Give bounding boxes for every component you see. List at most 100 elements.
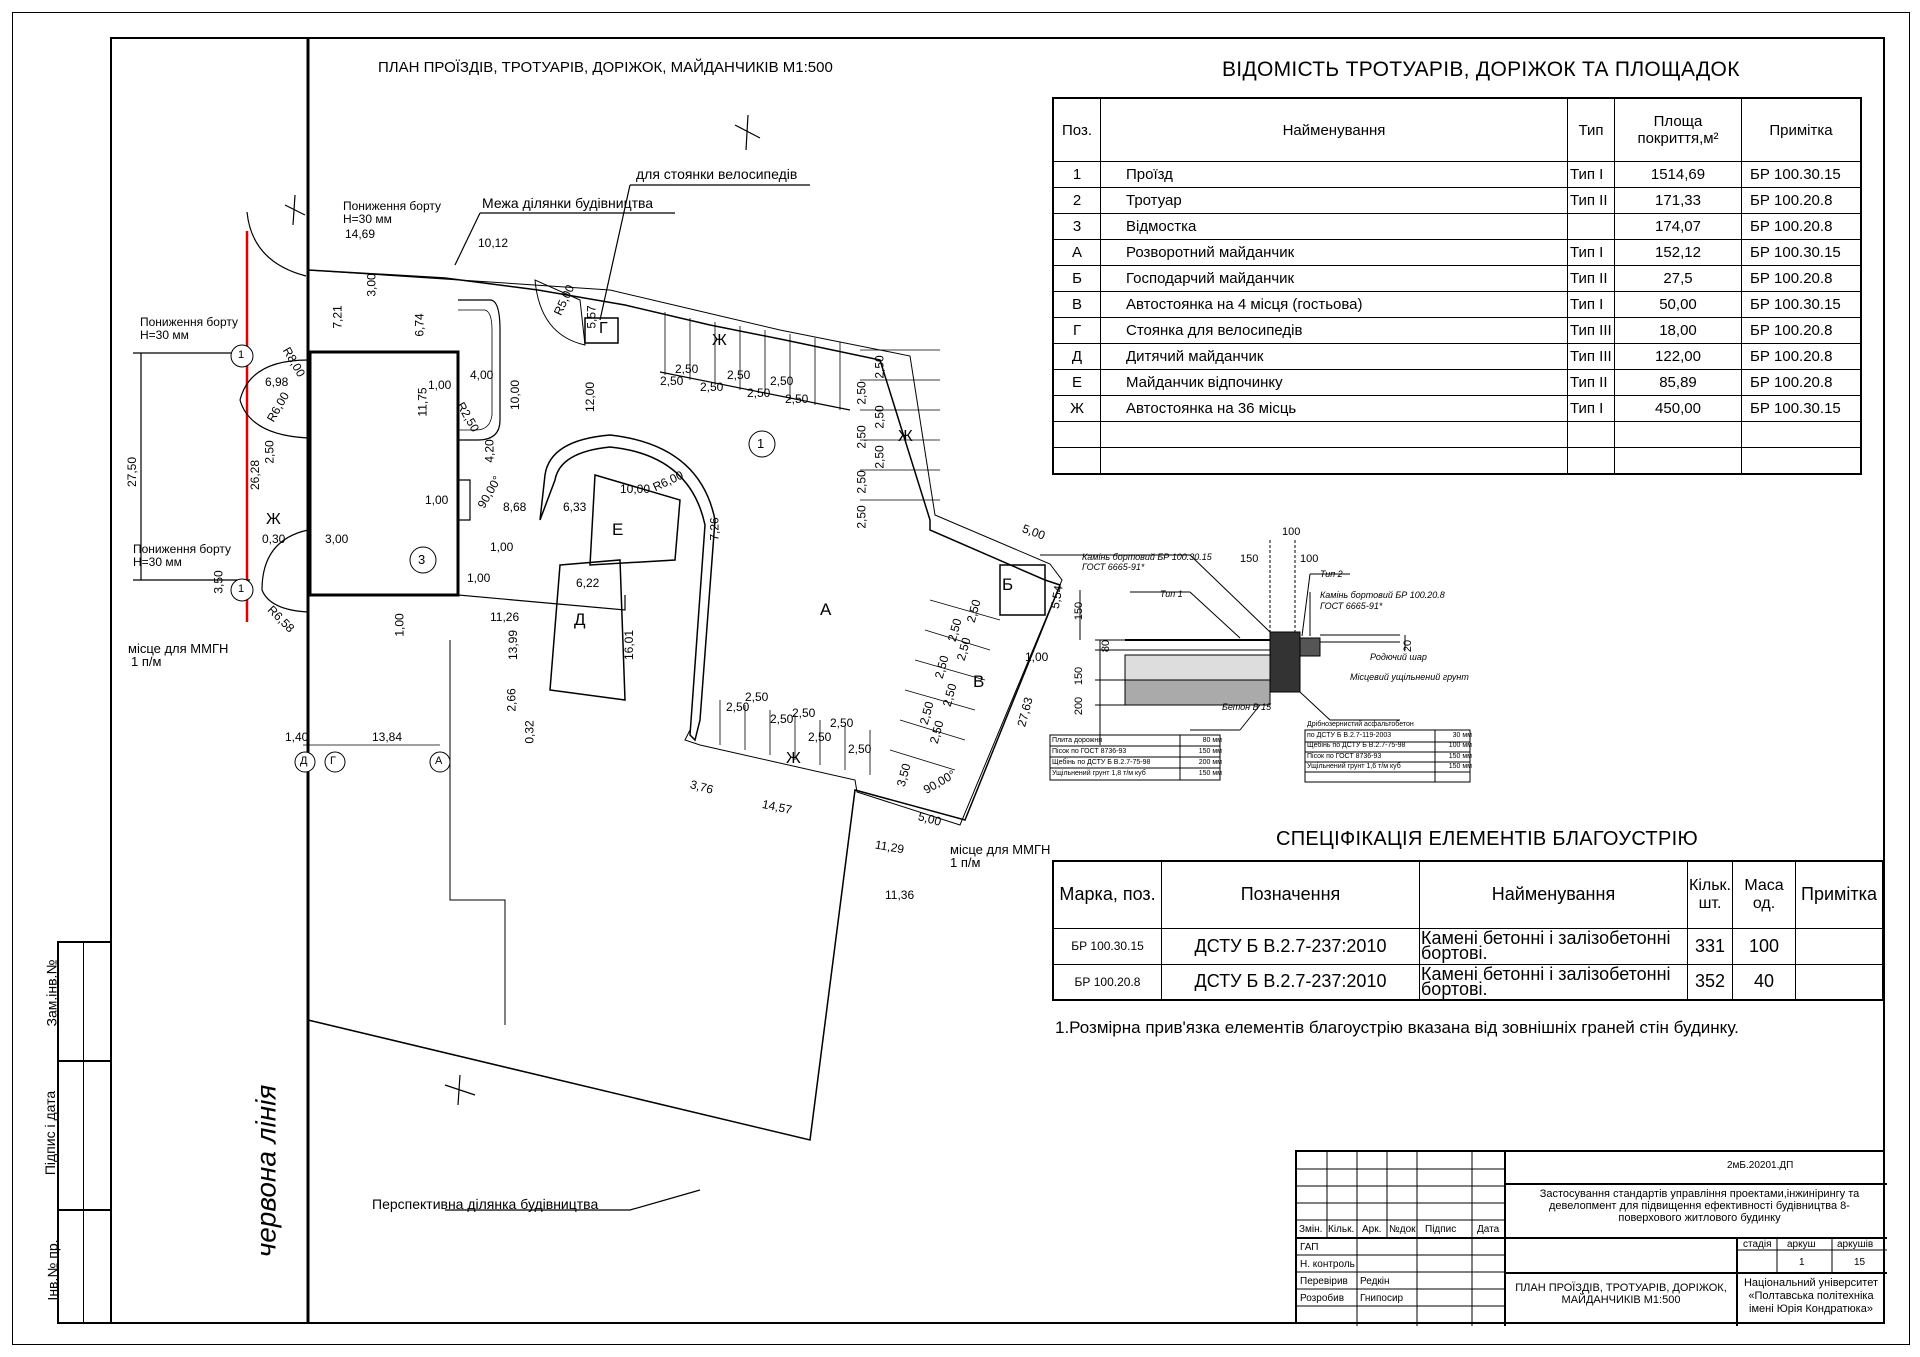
vedomist-cell: 50,00: [1614, 291, 1742, 318]
vedomist-cell: Б: [1052, 265, 1101, 292]
sec-d150c: 150: [1073, 666, 1086, 686]
sh-mass: Маса од.: [1732, 860, 1796, 929]
vedomist-cell: Г: [1052, 317, 1101, 344]
dim-032: 0,32: [522, 720, 537, 744]
dim-1469: 14,69: [345, 227, 376, 241]
spec-cell: 352: [1687, 963, 1733, 1001]
vedomist-cell: 27,5: [1614, 265, 1742, 292]
zone-b: Б: [1002, 575, 1014, 594]
sec-d80: 80: [1100, 639, 1113, 653]
sec-stone1: Камінь бортовий БР 100.30.15: [1082, 552, 1212, 562]
vedomist-cell: 450,00: [1614, 395, 1742, 422]
sec-compacted: Місцевий ущільнений грунт: [1350, 672, 1469, 682]
vedomist-cell: Проїзд: [1100, 161, 1568, 188]
pt0: 2,50: [660, 374, 684, 388]
curb-low-text: Пониження борту: [133, 542, 232, 556]
stamp-col-2: Арк.: [1362, 1224, 1382, 1235]
dim-557: 5,57: [584, 305, 599, 329]
pr4: 2,50: [872, 445, 887, 469]
dim-698: 6,98: [265, 375, 289, 389]
l1-2-name: Щебінь по ДСТУ Б В.2.7-75-98: [1052, 759, 1151, 766]
dim-400: 4,00: [470, 368, 494, 382]
vedomist-cell: Тип II: [1567, 187, 1615, 214]
l2-4-name: Ущільнений грунт 1,6 т/м куб: [1307, 763, 1401, 770]
side-strip: [57, 941, 110, 1324]
stamp-col-4: Підпис: [1425, 1224, 1457, 1235]
spec-cell: [1795, 927, 1884, 965]
section-drawing: [1040, 540, 1471, 783]
sec-d100b: 100: [1300, 553, 1319, 565]
vedomist-cell: Господарчий майданчик: [1100, 265, 1568, 292]
vedomist-cell: [1614, 447, 1742, 475]
sec-stone1-gost: ГОСТ 6665-91*: [1082, 562, 1145, 572]
vedomist-table: Поз. Найменування Тип Площа покриття,м² …: [1052, 97, 1862, 475]
circle-left-top: 1: [238, 349, 245, 361]
pb6: 2,50: [848, 742, 872, 756]
dim-420: 4,20: [482, 439, 497, 463]
l1-3-name: Ущільнений грунт 1,8 т/м куб: [1052, 770, 1146, 777]
curb-top-text: Пониження борту: [343, 199, 442, 213]
dim-030: 0,30: [262, 532, 286, 546]
vedomist-cell: [1567, 421, 1615, 448]
l2-3-name: Пісок по ГОСТ 8736-93: [1307, 752, 1382, 760]
vh-area: Площа покриття,м²: [1614, 97, 1742, 162]
dim-100e: 1,00: [392, 613, 407, 637]
stamp-role-3: Розробив: [1300, 1293, 1345, 1304]
vedomist-cell: БР 100.20.8: [1741, 213, 1862, 240]
stamp-code: 2мБ.20201.ДП: [1727, 1160, 1794, 1171]
stamp-role-1: Н. контроль: [1300, 1259, 1355, 1270]
drawing-frame: [110, 37, 1885, 1324]
vedomist-cell: Тип I: [1567, 395, 1615, 422]
vedomist-row: [1052, 421, 1862, 448]
dim-100b: 1,00: [425, 493, 449, 507]
pt5: 2,50: [770, 374, 794, 388]
circle-3: 3: [418, 552, 426, 567]
zone-d: Д: [574, 610, 586, 629]
dim-1399: 13,99: [506, 629, 521, 661]
pb1: 2,50: [745, 690, 769, 704]
vedomist-cell: Відмостка: [1100, 213, 1568, 240]
stamp-sheet: ПЛАН ПРОЇЗДІВ, ТРОТУАРІВ, ДОРІЖОК, МАЙДА…: [1515, 1282, 1727, 1306]
l2-1-val: 30 мм: [1452, 731, 1472, 739]
vedomist-cell: Дитячий майданчик: [1100, 343, 1568, 370]
dim-1601: 16,01: [622, 629, 637, 661]
sh-mark: Марка, поз.: [1052, 860, 1162, 929]
stamp-name-3: Гнипосир: [1360, 1293, 1404, 1304]
vh-name: Найменування: [1100, 97, 1568, 162]
l1-2-val: 200 мм: [1198, 759, 1222, 766]
pt4: 2,50: [747, 386, 771, 400]
zone-a: А: [820, 600, 832, 619]
spec-cell: Камені бетонні і залізобетонні бортові.: [1419, 927, 1688, 965]
spec-cell: БР 100.30.15: [1052, 927, 1162, 965]
pb4: 2,50: [808, 730, 832, 744]
sec-d150: 150: [1240, 553, 1259, 565]
dim-1000: 10,00: [508, 379, 523, 411]
dim-1126: 11,26: [490, 610, 520, 624]
vedomist-cell: 152,12: [1614, 239, 1742, 266]
dim-1175: 11,75: [415, 387, 430, 417]
pb0: 2,50: [726, 700, 750, 714]
pr3: 2,50: [872, 405, 887, 429]
sec-stone2-gost: ГОСТ 6665-91*: [1320, 601, 1383, 611]
vedomist-cell: БР 100.20.8: [1741, 369, 1862, 396]
l1-3-val: 150 мм: [1198, 770, 1222, 777]
vedomist-cell: БР 100.20.8: [1741, 187, 1862, 214]
dim-1200: 12,00: [583, 381, 598, 413]
dim-2628: 26,28: [248, 459, 263, 491]
sec-layers2: Дрібнозернистий асфальтобетон по ДСТУ Б …: [1307, 720, 1472, 773]
vedomist-cell: [1741, 421, 1862, 448]
stamp-project: Застосування стандартів управління проек…: [1539, 1188, 1860, 1224]
spec-cell: ДСТУ Б В.2.7-237:2010: [1161, 927, 1420, 965]
dim-1012: 10,12: [478, 236, 509, 250]
vedomist-cell: Тип I: [1567, 291, 1615, 318]
sh-designation: Позначення: [1161, 860, 1420, 929]
pt2: 2,50: [700, 380, 724, 394]
spec-cell: ДСТУ Б В.2.7-237:2010: [1161, 963, 1420, 1001]
axis-d: Д: [300, 755, 308, 767]
dim-100d: 1,00: [467, 571, 491, 585]
